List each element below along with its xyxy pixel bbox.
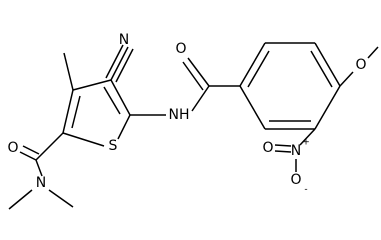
atom-o-methoxy: O [355, 57, 366, 73]
bond-carbonyl-o-2 [22, 145, 40, 155]
atom-s-ring: S [109, 138, 118, 154]
bond-methyl-c4 [63, 52, 74, 91]
bond-ring-o-methoxy [339, 71, 354, 87]
atom-o-amide-left: O [7, 140, 18, 156]
atom-n-amide-left: N [36, 175, 46, 191]
bond-c5-c4-inner [71, 95, 81, 129]
bond-c5-carbonyl [35, 132, 64, 161]
atom-n-nitrile: N [119, 32, 129, 48]
bond-benz-1-2 [239, 42, 266, 87]
atom-nh-linker: NH [169, 107, 190, 123]
bond-benz-4-5 [314, 85, 341, 130]
structure-canvas: N O N S NH O O N + O O - [7, 32, 379, 210]
charge-plus: + [302, 138, 310, 148]
bond-nitrile-triple [105, 44, 134, 83]
bond-c3-c2-inner [103, 86, 121, 115]
bond-nh-carbonyl [191, 85, 210, 112]
bond-c2-s [117, 114, 131, 140]
bond-carbonyl-o-right-2 [182, 61, 204, 91]
atom-o-amide-right: O [175, 41, 186, 57]
bond-benz-3-4 [314, 42, 341, 87]
bond-n-o-double-1 [274, 144, 292, 147]
bond-o-methyl [367, 46, 379, 59]
bond-benz-1-2-inner [247, 50, 270, 88]
bond-benz-6-1 [239, 85, 266, 130]
molecule-drawing: N O N S NH O O N + O O - [7, 32, 379, 210]
bond-n-o-double-2 [274, 150, 292, 153]
bond-ring-n-nitro [299, 128, 316, 146]
bond-n-methyl-right [48, 189, 74, 208]
bond-c3-c4 [72, 79, 112, 91]
bond-s-c5 [62, 132, 105, 147]
bond-n-methyl-left [8, 189, 33, 210]
atom-o-nitro-double: O [262, 140, 273, 156]
bond-carbonyl-o-right-1 [187, 57, 210, 87]
bond-carbonyl-o-1 [19, 151, 37, 161]
bond-benz-3-4-inner [310, 50, 333, 88]
charge-minus: - [304, 185, 307, 195]
atom-n-nitro: N [291, 143, 301, 159]
bond-c5-c4 [62, 89, 74, 134]
bond-carbonyl-n [35, 159, 43, 177]
bond-c3-c2 [110, 79, 131, 116]
atom-o-nitro-minus: O [290, 172, 301, 188]
